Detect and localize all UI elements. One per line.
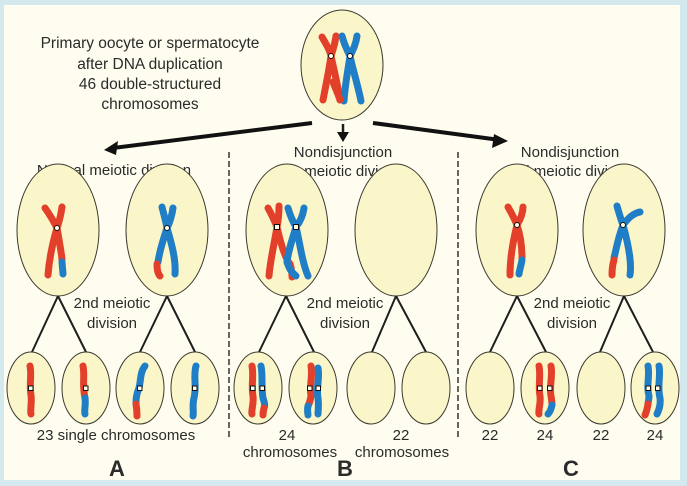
gamete-cell-empty <box>401 351 451 425</box>
crossover-segment <box>329 78 344 104</box>
centromere <box>274 224 280 230</box>
column-C-heading-1: Nondisjunction <box>521 144 619 161</box>
column-letter-B: B <box>337 456 353 481</box>
arrowhead <box>492 134 508 148</box>
gamete-cell <box>520 351 570 425</box>
secondary-cell <box>245 163 329 297</box>
centromere <box>315 385 321 391</box>
chromosome-pair-red <box>318 32 344 104</box>
crossover-segment <box>153 260 164 280</box>
crossover-segment <box>58 258 67 278</box>
title-text: Primary oocyte or spermatocyte after DNA… <box>41 35 260 113</box>
primary-cell <box>300 9 384 121</box>
centromere <box>293 224 299 230</box>
gamete-count-C-4: 24 <box>647 427 664 444</box>
title-line-1: Primary oocyte or spermatocyte <box>41 35 260 52</box>
step-label-A-1: 2nd meiotic <box>74 295 151 312</box>
result-count-B-right: 22 <box>393 427 410 444</box>
gamete-count-C-2: 24 <box>537 427 554 444</box>
gamete-cell-empty <box>346 351 396 425</box>
column-A: Normal meiotic division 2nd meiotic divi… <box>6 162 220 481</box>
chromosome-pair-blue <box>338 32 365 105</box>
division-lines <box>489 295 654 353</box>
result-unit-B-right: chromosomes <box>355 444 449 461</box>
centromere <box>645 385 651 391</box>
title-line-3: 46 double-structured <box>79 76 221 93</box>
centromere <box>547 385 553 391</box>
division-lines <box>258 295 427 353</box>
centromere <box>537 385 543 391</box>
arrow-to-B <box>337 124 349 142</box>
crossover-segment <box>608 256 618 279</box>
column-letter-A: A <box>109 456 125 481</box>
centromere <box>28 385 34 391</box>
arrow-to-A <box>104 121 313 155</box>
title-line-2: after DNA duplication <box>77 56 223 73</box>
step-label-C-2: division <box>547 315 597 332</box>
centromere <box>514 222 520 228</box>
centromere <box>137 385 143 391</box>
centromere <box>192 385 198 391</box>
gamete-count-C-3: 22 <box>593 427 610 444</box>
centromere <box>307 385 313 391</box>
arrowhead <box>104 141 118 155</box>
result-count-B-left: 24 <box>279 427 296 444</box>
result-unit-B-left: chromosomes <box>243 444 337 461</box>
gamete-cell <box>233 351 283 425</box>
step-label-A-2: division <box>87 315 137 332</box>
secondary-cell-empty <box>354 163 438 297</box>
centromere <box>164 225 170 231</box>
arrow-to-C <box>372 121 508 148</box>
centromere <box>328 53 334 59</box>
crossover-segment <box>515 256 526 278</box>
column-C: Nondisjunction 2nd meiotic division 2nd … <box>465 144 680 481</box>
result-label-A: 23 single chromosomes <box>37 427 195 444</box>
title-line-4: chromosomes <box>101 96 199 113</box>
centromere <box>83 385 89 391</box>
column-B-heading-1: Nondisjunction <box>294 144 392 161</box>
division-lines <box>31 295 196 353</box>
step-label-C-1: 2nd meiotic <box>534 295 611 312</box>
column-letter-C: C <box>563 456 579 481</box>
centromere <box>620 222 626 228</box>
centromere <box>347 53 353 59</box>
gamete-cell-empty <box>576 351 626 425</box>
centromere <box>54 225 60 231</box>
centromere <box>259 385 265 391</box>
gamete-cell-empty <box>465 351 515 425</box>
centromere <box>250 385 256 391</box>
step-label-B-1: 2nd meiotic <box>307 295 384 312</box>
arrowhead <box>337 132 349 142</box>
centromere <box>655 385 661 391</box>
gamete-count-C-1: 22 <box>482 427 499 444</box>
step-label-B-2: division <box>320 315 370 332</box>
column-B: Nondisjunction 1st meiotic division 2nd … <box>233 144 451 481</box>
